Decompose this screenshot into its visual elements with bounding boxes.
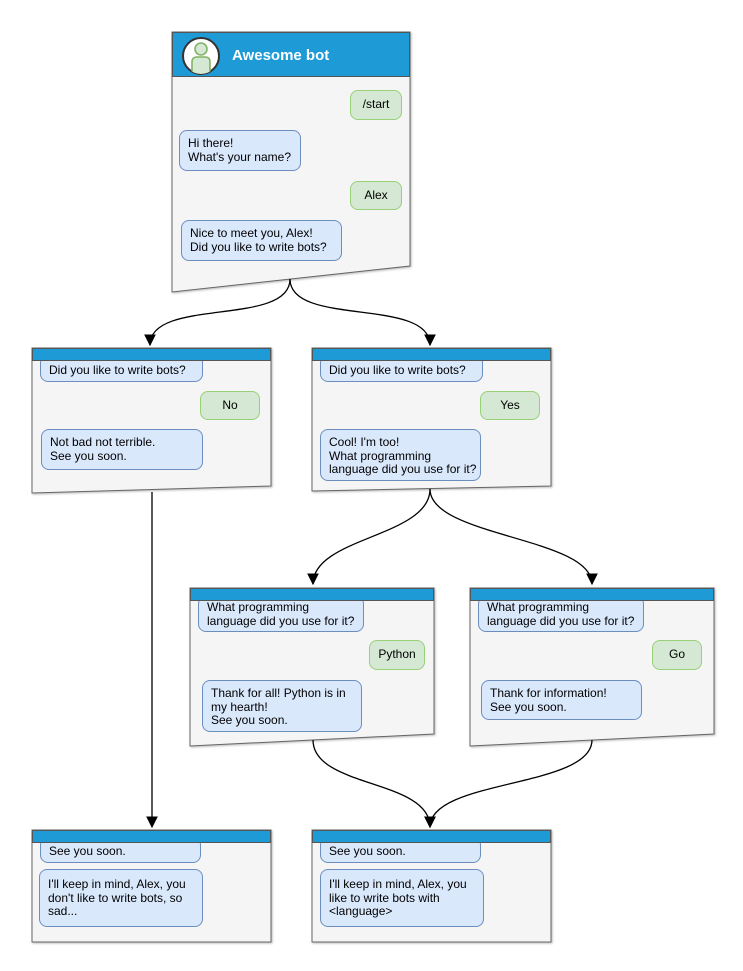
chat-header bbox=[312, 348, 551, 361]
connector-main-to-branch-yes bbox=[289, 278, 436, 347]
chat-header bbox=[312, 830, 551, 843]
connector-branch-yes-to-go bbox=[429, 488, 598, 586]
bot-message-bubble: Thank for information! See you soon. bbox=[481, 680, 642, 720]
user-message-bubble: No bbox=[200, 391, 260, 420]
bot-avatar-icon bbox=[181, 36, 221, 76]
connector-main-to-branch-no bbox=[144, 278, 291, 347]
user-message-bubble: Python bbox=[369, 640, 425, 670]
bot-message-bubble: What programming language did you use fo… bbox=[478, 596, 644, 632]
user-message-bubble: Go bbox=[652, 640, 702, 670]
bot-message-bubble: I'll keep in mind, Alex, you like to wri… bbox=[320, 869, 484, 927]
chat-header bbox=[32, 348, 271, 361]
connector-branch-yes-to-python bbox=[307, 488, 431, 586]
bot-message-bubble: Not bad not terrible. See you soon. bbox=[41, 429, 203, 470]
chat-title: Awesome bot bbox=[232, 47, 330, 64]
bot-message-bubble: Hi there! What's your name? bbox=[179, 130, 301, 171]
user-message-bubble: Yes bbox=[480, 391, 540, 420]
connector-python-to-final-language bbox=[312, 739, 436, 829]
user-message-bubble: /start bbox=[350, 90, 402, 120]
bot-message-bubble: Cool! I'm too! What programming language… bbox=[320, 429, 481, 481]
connector-go-to-final-language bbox=[424, 739, 593, 829]
user-message-bubble: Alex bbox=[350, 181, 402, 210]
bot-message-bubble: Thank for all! Python is in my hearth! S… bbox=[202, 680, 362, 732]
chat-header bbox=[32, 830, 271, 843]
chat-header bbox=[190, 588, 434, 601]
chat-header bbox=[470, 588, 714, 601]
bot-message-bubble: I'll keep in mind, Alex, you don't like … bbox=[39, 869, 203, 927]
bot-message-bubble: What programming language did you use fo… bbox=[198, 596, 364, 632]
bot-message-bubble: Nice to meet you, Alex! Did you like to … bbox=[181, 220, 342, 261]
